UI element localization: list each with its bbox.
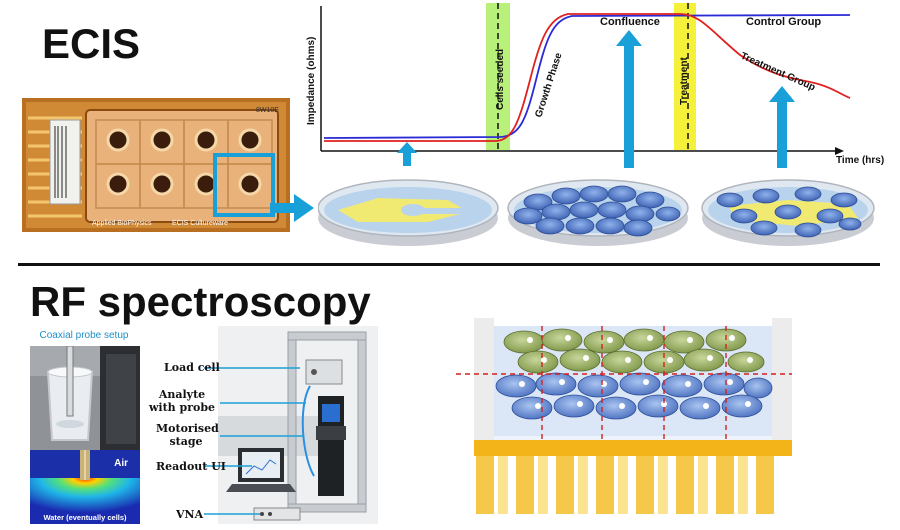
petri-dish-confluent [507, 179, 689, 246]
coax-probe-photo [30, 346, 140, 450]
cells-seeded-label: Cells seeded [495, 49, 506, 110]
up-arrow-icon [616, 30, 642, 168]
plate-brand-left: Applied BioPhysics [92, 220, 152, 227]
ecis-title: ECIS [42, 20, 141, 67]
section-divider [18, 263, 880, 266]
rig-label-load-cell: Load cell [164, 361, 220, 374]
rig-label-vna: VNA [176, 508, 204, 521]
coax-probe-title: Coaxial probe setup [39, 330, 129, 341]
zoom-arrow-icon [270, 194, 314, 222]
rig-label-analyte: Analyte with probe [148, 388, 216, 414]
coax-field-simulation: Air Water (eventually cells) [30, 450, 140, 524]
up-arrow-icon [397, 142, 417, 166]
rig-label-readout-ui: Readout UI [156, 460, 226, 473]
treatment-label: Treatment [679, 57, 690, 105]
y-axis-label: Impedance (ohms) [306, 37, 317, 125]
x-axis-label: Time (hrs) [836, 155, 884, 166]
treatment-band [674, 3, 696, 150]
impedance-chart: Impedance (ohms) Time (hrs) Cells seeded… [306, 3, 884, 166]
petri-dishes [318, 179, 875, 246]
confluence-label: Confluence [600, 16, 660, 28]
growth-phase-label: Growth Phase [533, 51, 564, 119]
petri-dish-empty [318, 179, 499, 246]
cell-layer-diagram [456, 318, 792, 514]
gold-electrode [474, 440, 792, 456]
coax-water-label: Water (eventually cells) [43, 513, 127, 522]
control-curve [323, 14, 851, 139]
up-arrow-icon [769, 86, 795, 168]
coax-air-label: Air [114, 458, 128, 469]
rf-spectroscopy-title: RF spectroscopy [30, 278, 371, 325]
petri-dish-treated [701, 179, 875, 246]
rig-leader-lines [204, 367, 306, 515]
measurement-rig-photo [218, 326, 378, 524]
rig-label-motorised-stage: Motorised stage [156, 422, 219, 448]
well-highlight-box [213, 153, 275, 217]
plate-brand-right: ECIS Cultureware [172, 220, 228, 227]
ecis-plate-photo: Applied BioPhysics ECIS Cultureware 8W10… [22, 98, 290, 232]
plate-code: 8W10E [256, 107, 279, 114]
treatment-curve [324, 13, 851, 142]
control-group-label: Control Group [746, 16, 821, 28]
